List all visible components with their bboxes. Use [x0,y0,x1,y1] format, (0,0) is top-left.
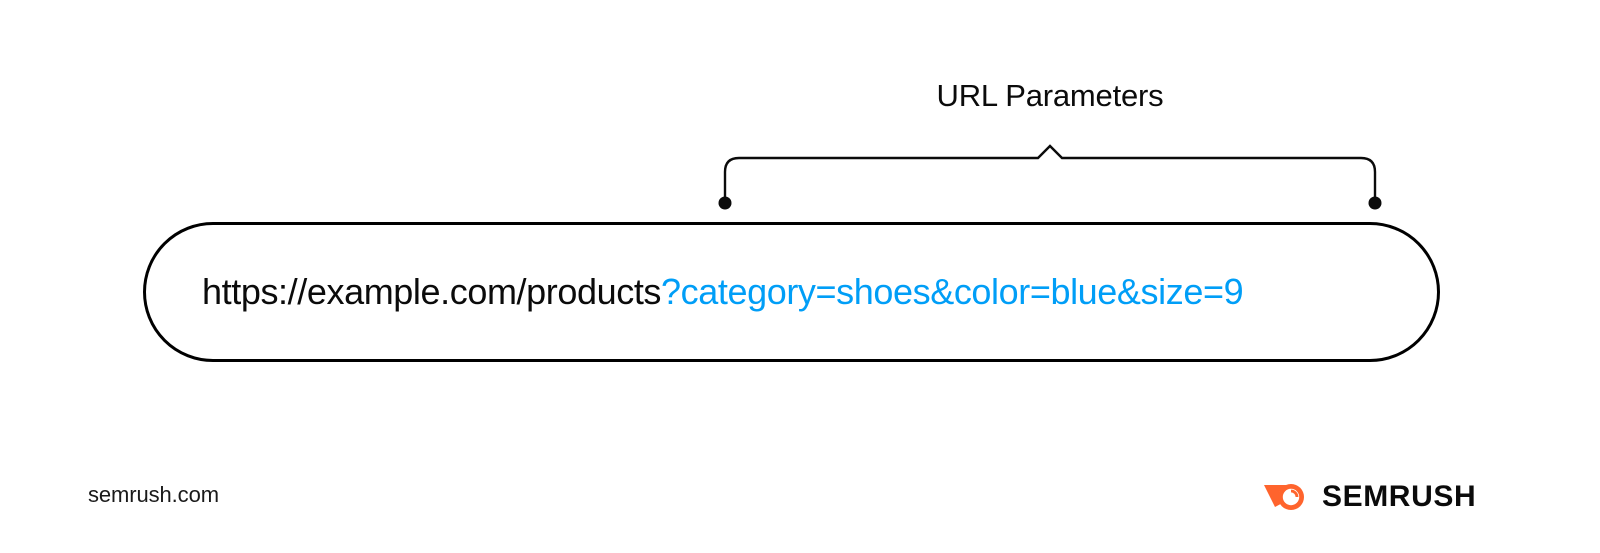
brace-path [723,144,1377,205]
url-parameters-text: ?category=shoes&color=blue&size=9 [661,271,1244,312]
semrush-wordmark: SEMRUSH [1322,480,1477,513]
footer-domain: semrush.com [88,482,219,507]
semrush-logo: SEMRUSH [1262,476,1476,518]
url-text: https://example.com/products?category=sh… [202,271,1244,312]
url-box: https://example.com/products?category=sh… [143,222,1440,362]
curly-brace-down-icon [718,144,1382,210]
brace-left-endpoint-dot [718,196,732,210]
semrush-comet-logo-icon [1264,484,1304,510]
brace-right-endpoint-dot [1368,196,1382,210]
url-base-text: https://example.com/products [202,271,662,312]
annotation-label: URL Parameters [936,78,1164,113]
